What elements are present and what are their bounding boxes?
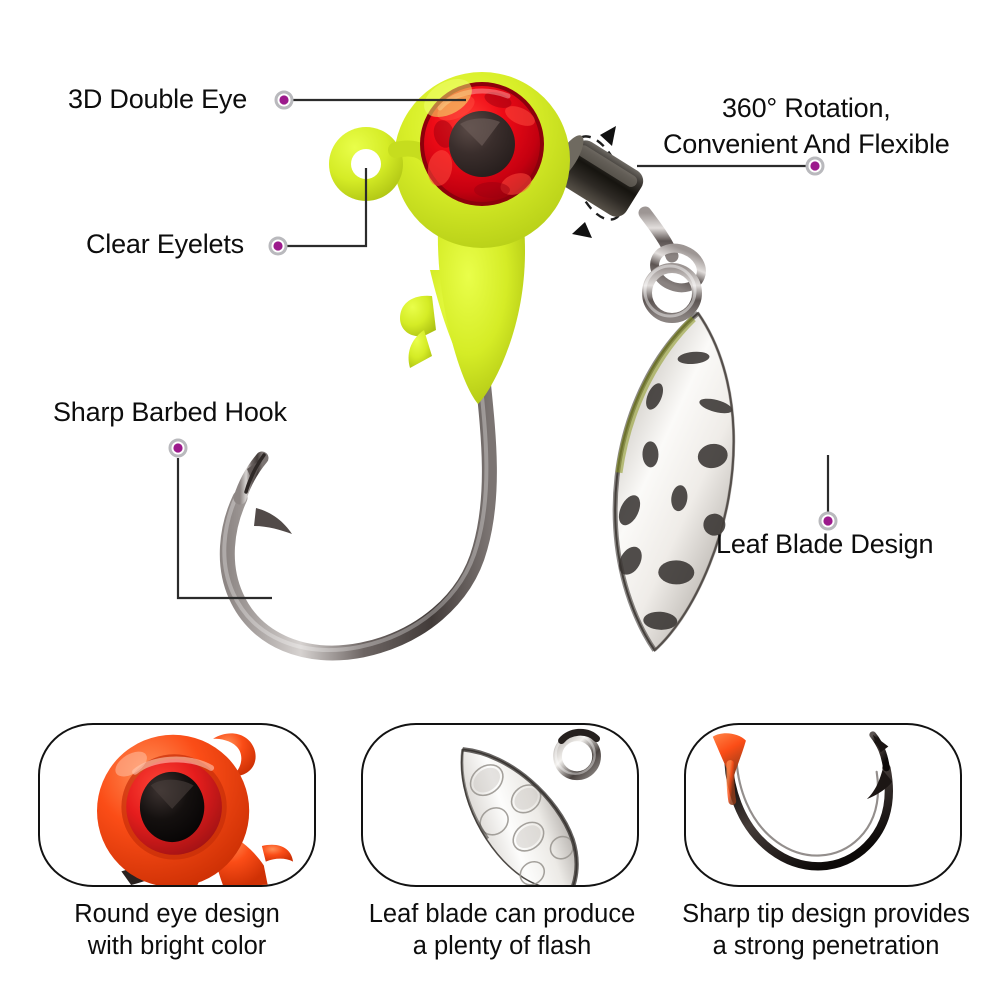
callout-leader-lines bbox=[176, 98, 830, 600]
callout-dot-icon bbox=[818, 511, 838, 531]
hook-shape bbox=[219, 362, 497, 661]
feature-caption-round-eye: Round eye design with bright color bbox=[74, 900, 280, 960]
callout-label-sharp-barbed-hook: Sharp Barbed Hook bbox=[53, 397, 287, 427]
swivel-blade-assembly bbox=[552, 126, 736, 652]
feature-caption-leaf-blade: Leaf blade can produce a plenty of flash bbox=[368, 900, 636, 960]
leaf-blade-shape bbox=[612, 311, 736, 652]
callout-label-clear-eyelets: Clear Eyelets bbox=[86, 229, 244, 259]
callout-dot-icon bbox=[168, 438, 188, 458]
barbed-hook-closeup-image bbox=[712, 731, 893, 871]
callout-dot-icon bbox=[805, 156, 825, 176]
callout-dots bbox=[168, 90, 838, 531]
feature-caption-sharp-tip: Sharp tip design provides a strong penet… bbox=[682, 900, 970, 960]
feature-panel-leaf-blade bbox=[361, 723, 639, 887]
callout-label-3d-double-eye: 3D Double Eye bbox=[68, 84, 248, 114]
callout-label-rotation: 360° Rotation, Convenient And Flexible bbox=[663, 93, 950, 159]
callout-label-leaf-blade-design: Leaf Blade Design bbox=[716, 529, 934, 559]
callout-dot-icon bbox=[268, 236, 288, 256]
callout-dot-icon bbox=[274, 90, 294, 110]
jig-head-body bbox=[329, 72, 570, 404]
feature-panel-sharp-tip bbox=[684, 723, 962, 887]
silver-leaf-blade-closeup-image bbox=[460, 728, 601, 885]
feature-panel-round-eye bbox=[38, 723, 316, 887]
orange-jig-head-closeup-image bbox=[97, 733, 294, 885]
hero-product-section: 3D Double Eye Clear Eyelets 360° Rotatio… bbox=[53, 72, 950, 661]
lure-illustration bbox=[168, 72, 838, 661]
feature-panels-section: Round eye design with bright color Leaf … bbox=[0, 700, 1001, 1001]
